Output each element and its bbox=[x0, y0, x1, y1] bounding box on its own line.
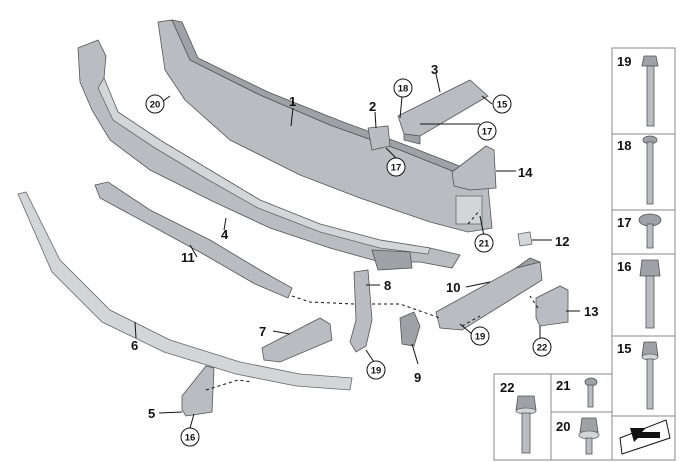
callout-9: 9 bbox=[414, 370, 421, 385]
part-6-trim-bar bbox=[17, 191, 353, 391]
fastener-label-22: 22 bbox=[500, 380, 514, 395]
callout-5: 5 bbox=[148, 406, 155, 421]
callout-19b: 19 bbox=[371, 366, 382, 377]
nut-20-icon bbox=[578, 417, 600, 455]
bolt-15-icon bbox=[641, 341, 659, 410]
fastener-label-16: 16 bbox=[617, 259, 631, 274]
bolt-22-icon bbox=[515, 395, 537, 454]
fastener-label-18: 18 bbox=[617, 138, 631, 153]
part-8-bracket bbox=[349, 269, 373, 353]
circled-callouts: 15 16 17 17 18 19 19 20 21 22 bbox=[145, 78, 552, 447]
callout-6: 6 bbox=[131, 338, 138, 353]
fastener-panel: 19 18 17 16 15 bbox=[493, 47, 676, 461]
callout-3: 3 bbox=[431, 62, 438, 77]
callout-20: 20 bbox=[150, 100, 161, 111]
part-12-clip bbox=[517, 231, 533, 247]
callout-22: 22 bbox=[537, 343, 548, 354]
callout-labels: 1 2 3 4 5 6 7 8 9 10 11 12 13 14 bbox=[131, 62, 598, 421]
callout-4: 4 bbox=[221, 227, 229, 242]
callout-7: 7 bbox=[259, 324, 266, 339]
corner-arrow-icon bbox=[619, 419, 671, 455]
callout-13: 13 bbox=[584, 304, 598, 319]
callout-8: 8 bbox=[384, 278, 391, 293]
part-4-absorber bbox=[77, 39, 461, 271]
screw-21-icon bbox=[584, 377, 598, 408]
fastener-label-19: 19 bbox=[617, 54, 631, 69]
callout-19a: 19 bbox=[475, 332, 486, 343]
callout-1: 1 bbox=[289, 94, 296, 109]
fastener-label-17: 17 bbox=[617, 215, 631, 230]
callout-17a: 17 bbox=[391, 163, 402, 174]
callout-16: 16 bbox=[185, 433, 196, 444]
fastener-label-20: 20 bbox=[556, 419, 570, 434]
leader-lines bbox=[134, 73, 580, 429]
callout-12: 12 bbox=[555, 234, 569, 249]
screw-17-icon bbox=[638, 213, 662, 249]
part-1-bumper-carrier bbox=[157, 19, 493, 233]
part-7-bracket bbox=[261, 317, 333, 363]
callout-2: 2 bbox=[369, 99, 376, 114]
bolt-19-icon bbox=[641, 55, 659, 127]
part-13-bracket bbox=[535, 285, 569, 327]
part-5-bracket bbox=[181, 365, 215, 417]
part-3-bracket bbox=[397, 79, 489, 145]
part-10-bracket bbox=[435, 257, 543, 331]
assembly-dashed-lines bbox=[205, 209, 539, 391]
part-11-strip bbox=[94, 181, 293, 299]
callout-17b: 17 bbox=[482, 127, 493, 138]
callout-15: 15 bbox=[497, 100, 508, 111]
part-14-bracket bbox=[451, 145, 497, 191]
bolt-18-icon bbox=[642, 135, 658, 205]
callout-18: 18 bbox=[398, 84, 409, 95]
callout-21: 21 bbox=[479, 239, 490, 250]
callout-10: 10 bbox=[446, 280, 460, 295]
fastener-label-21: 21 bbox=[556, 378, 570, 393]
part-9-sensor-bracket bbox=[399, 311, 421, 347]
callout-11: 11 bbox=[181, 250, 195, 265]
callout-14: 14 bbox=[518, 165, 533, 180]
bolt-16-icon bbox=[639, 259, 661, 329]
fastener-label-15: 15 bbox=[617, 341, 631, 356]
part-2-bracket bbox=[367, 125, 391, 151]
